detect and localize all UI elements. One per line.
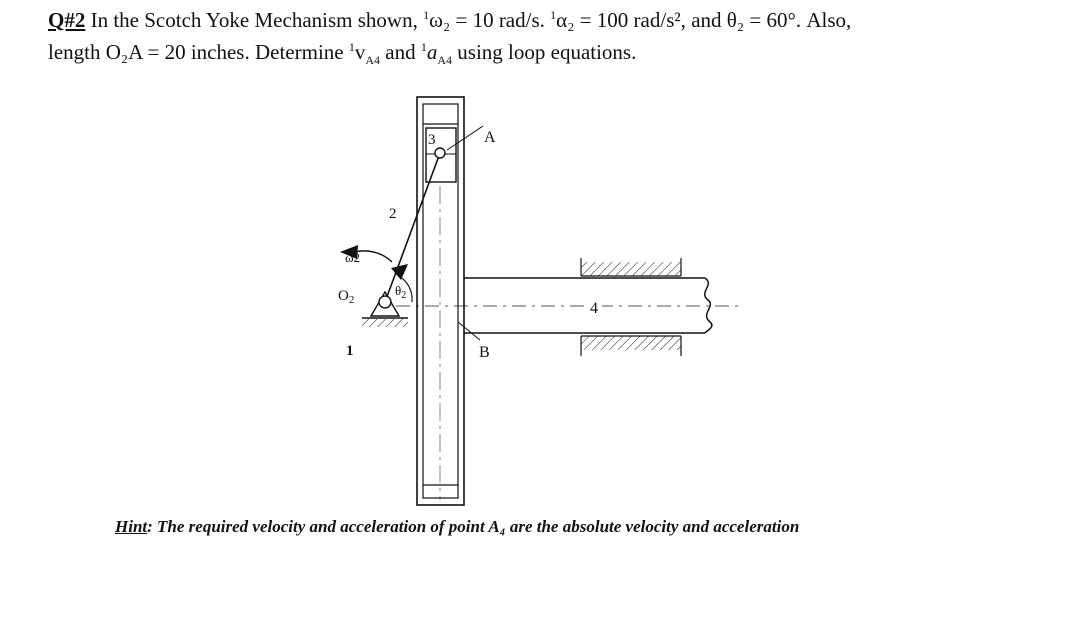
superscript-4: 1 [420, 40, 427, 54]
label-link-4: 4 [590, 300, 598, 317]
label-ground-1: 1 [346, 343, 354, 359]
superscript-1: 1 [423, 8, 430, 22]
ground-hatch [362, 319, 408, 327]
a-symbol: a [426, 40, 438, 64]
yoke-outer [416, 96, 465, 506]
theta2-value: and θ₂ = 60°. Also, [685, 8, 852, 32]
theta2-arrowhead [391, 264, 408, 280]
hint-label: Hint [115, 517, 148, 536]
problem-statement: Q#2 In the Scotch Yoke Mechanism shown, … [48, 2, 1068, 74]
and-text: and [380, 40, 421, 64]
problem-intro: In the Scotch Yoke Mechanism shown, [85, 8, 424, 32]
label-theta2: θ2 [395, 283, 406, 301]
lower-guide-hatch [581, 336, 681, 350]
question-number: Q#2 [48, 8, 86, 32]
crank-link-2 [384, 152, 441, 303]
rod-break-symbol [703, 277, 713, 334]
v-subscript: A4 [365, 53, 381, 68]
label-o2: O2 [338, 288, 354, 306]
omega2-arrowhead [340, 245, 358, 259]
label-4-bg [588, 296, 602, 316]
superscript-2: 1 [550, 8, 557, 22]
label-link-2: 2 [389, 206, 397, 222]
label-point-a: A [484, 129, 496, 146]
hint-body: : The required velocity and acceleration… [147, 517, 800, 536]
upper-guide-hatch [581, 262, 681, 276]
rest-text: using loop equations. [452, 40, 637, 64]
omega2-arc [354, 250, 393, 263]
yoke-inner [422, 103, 459, 499]
problem-line-2: length O₂A = 20 inches. Determine 1vA4 a… [48, 34, 1068, 74]
length-text: length O₂A = 20 inches. Determine [48, 40, 349, 64]
pivot-o2 [378, 295, 392, 309]
label-link-3: 3 [428, 132, 436, 148]
pin-a [434, 147, 446, 159]
leader-b [457, 321, 481, 341]
v-symbol: v [354, 40, 366, 64]
label-omega2: ω2 [345, 250, 360, 265]
leader-a [446, 125, 484, 151]
alpha2-value: α₂ = 100 rad/s², [556, 8, 686, 32]
superscript-3: 1 [348, 40, 355, 54]
label-point-b: B [479, 344, 490, 361]
omega2-value: ω₂ = 10 rad/s. [429, 8, 545, 32]
hint-text: Hint: The required velocity and accelera… [115, 517, 799, 537]
yoke-rod [464, 277, 705, 334]
a-subscript: A4 [437, 53, 453, 68]
problem-line-1: Q#2 In the Scotch Yoke Mechanism shown, … [48, 2, 1068, 34]
